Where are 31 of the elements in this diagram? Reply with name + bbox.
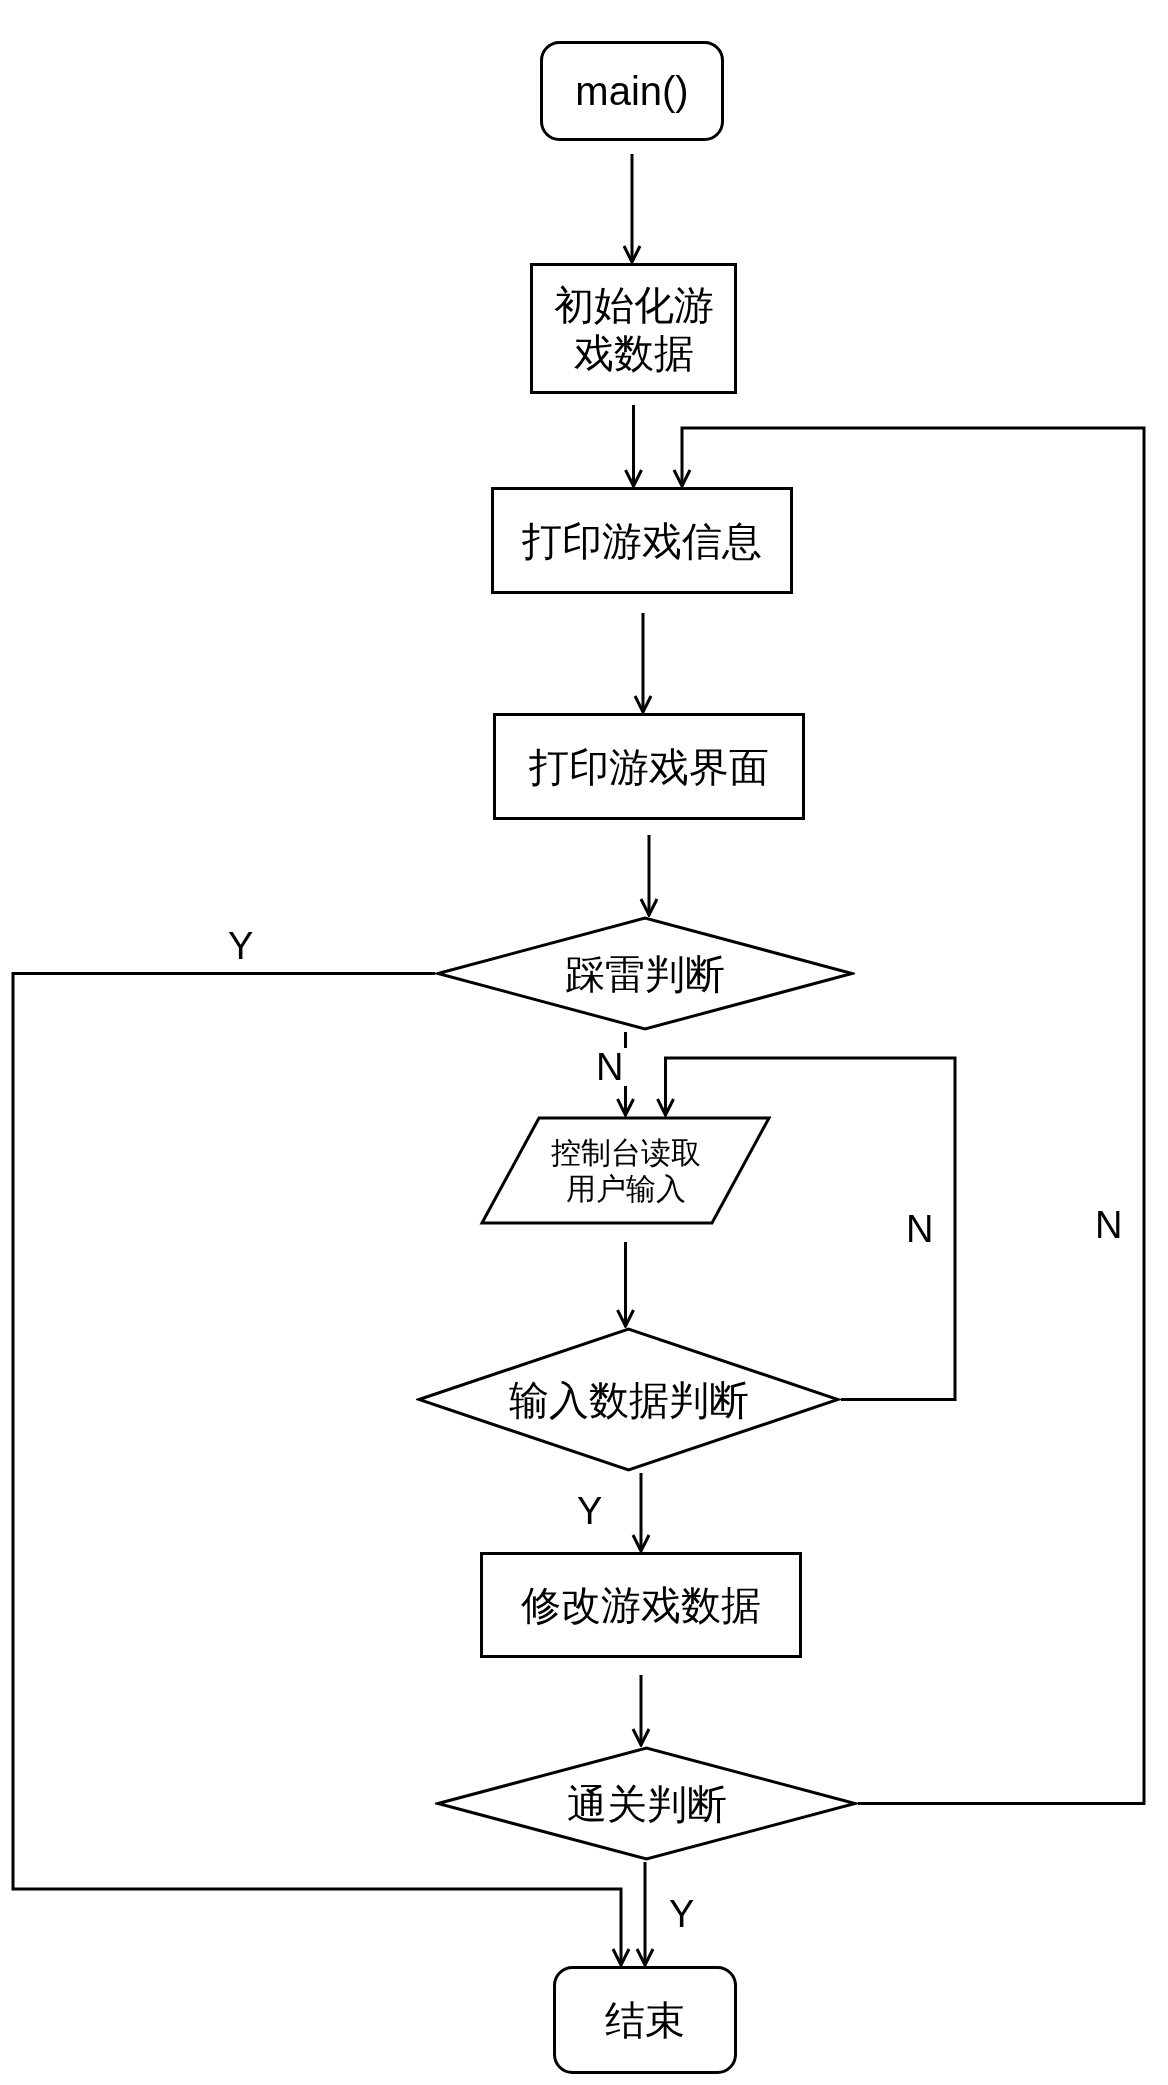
node-label: 打印游戏界面 [529,743,769,791]
decision-diamond [435,915,855,1032]
node-label: 控制台读取用户输入 [549,1134,702,1207]
node-label: 踩雷判断 [565,950,725,998]
end-terminal [552,1965,738,2075]
node-label: 输入数据判断 [508,1376,749,1424]
process-box [490,486,794,595]
input-parallelogram [479,1115,772,1226]
arrow [11,972,631,1967]
decision-diamond [435,1745,858,1862]
process-box [479,1551,803,1659]
arrow [616,1242,635,1328]
process-box [529,262,738,395]
start-terminal [539,40,725,142]
arrow [631,1473,651,1553]
arrow [633,613,653,714]
node-label: 打印游戏信息 [522,517,762,565]
decision-diamond [416,1326,841,1473]
node-label: 初始化游戏数据 [552,281,715,377]
arrow [639,835,659,917]
arrow [672,426,1146,1805]
arrow [635,1862,655,1967]
process-box [492,712,806,821]
node-label: 修改游戏数据 [521,1582,761,1629]
node-label: main() [575,68,689,115]
arrow [631,1675,651,1747]
node-label: 结束 [605,1997,685,2044]
arrow [624,405,643,488]
arrow [622,154,642,264]
arrow [656,1056,957,1401]
node-label: 通关判断 [566,1780,727,1828]
